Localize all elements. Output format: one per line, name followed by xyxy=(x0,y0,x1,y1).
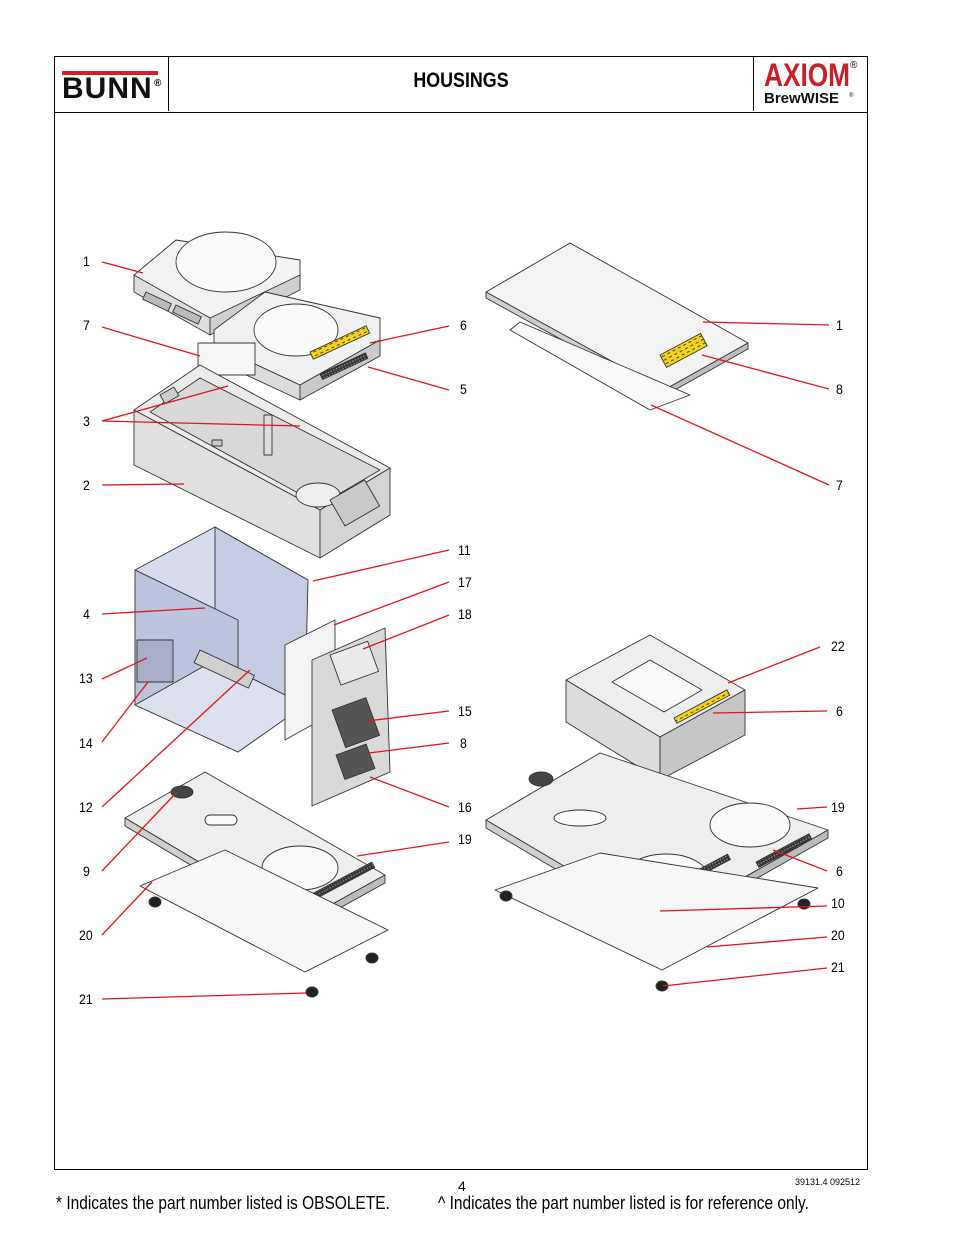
side-panel-assembly xyxy=(134,526,309,753)
reference-footnote: ^ Indicates the part number listed is fo… xyxy=(438,1193,809,1213)
callout-label: 2 xyxy=(83,477,90,493)
page-title: HOUSINGS xyxy=(413,69,509,92)
callout-label: 1 xyxy=(83,253,90,269)
top-cover-right xyxy=(485,242,749,411)
axiom-logo-text: AXIOM xyxy=(764,57,851,93)
housing-frame xyxy=(133,364,391,559)
callout-label: 3 xyxy=(83,413,90,429)
callout-label: 20 xyxy=(79,927,93,943)
callout-label: 6 xyxy=(836,703,843,719)
callout-label: 9 xyxy=(83,863,90,879)
callout-label: 10 xyxy=(831,895,845,911)
bunn-logo-bar xyxy=(62,71,158,75)
document-code: 39131.4 092512 xyxy=(795,1177,861,1187)
callout-label: 21 xyxy=(79,991,93,1007)
brewwise-registered-mark: ® xyxy=(849,93,854,99)
page-frame xyxy=(54,56,868,1170)
callout-label: 8 xyxy=(460,735,467,751)
callout-label: 21 xyxy=(831,959,845,975)
callout-label: 16 xyxy=(458,799,472,815)
callout-label: 17 xyxy=(458,574,472,590)
callout-label: 20 xyxy=(831,927,845,943)
callout-label: 14 xyxy=(79,735,93,751)
callout-label: 4 xyxy=(83,606,90,622)
axiom-brewwise-logo: AXIOM ® BrewWISE ® xyxy=(753,56,868,111)
callout-label: 7 xyxy=(836,477,843,493)
callout-label: 19 xyxy=(458,831,472,847)
base-left xyxy=(124,771,389,998)
obsolete-footnote: * Indicates the part number listed is OB… xyxy=(56,1193,390,1213)
bunn-logo: BUNN ® xyxy=(54,56,169,111)
callout-label: 12 xyxy=(79,799,93,815)
callout-label: 11 xyxy=(458,542,471,558)
callout-label: 6 xyxy=(460,317,467,333)
callout-label: 13 xyxy=(79,670,93,686)
callout-label: 7 xyxy=(83,317,90,333)
callout-label: 15 xyxy=(458,703,472,719)
base-right xyxy=(485,752,829,992)
axiom-registered-mark: ® xyxy=(850,60,858,71)
callout-label: 5 xyxy=(460,381,467,397)
brewwise-logo-text: BrewWISE xyxy=(764,90,840,107)
page-number: 4 xyxy=(458,1178,466,1194)
page-header: BUNN ® HOUSINGS AXIOM ® BrewWISE ® xyxy=(54,56,868,113)
callout-label: 6 xyxy=(836,863,843,879)
part-16-panel xyxy=(311,627,391,807)
bunn-registered-mark: ® xyxy=(154,78,162,89)
leader-lines xyxy=(101,261,830,1000)
callout-label: 19 xyxy=(831,799,845,815)
callout-label: 22 xyxy=(831,638,845,654)
bunn-logo-text: BUNN xyxy=(62,72,153,105)
callout-label: 18 xyxy=(458,606,472,622)
callout-label: 8 xyxy=(836,381,843,397)
callout-label: 1 xyxy=(836,317,843,333)
